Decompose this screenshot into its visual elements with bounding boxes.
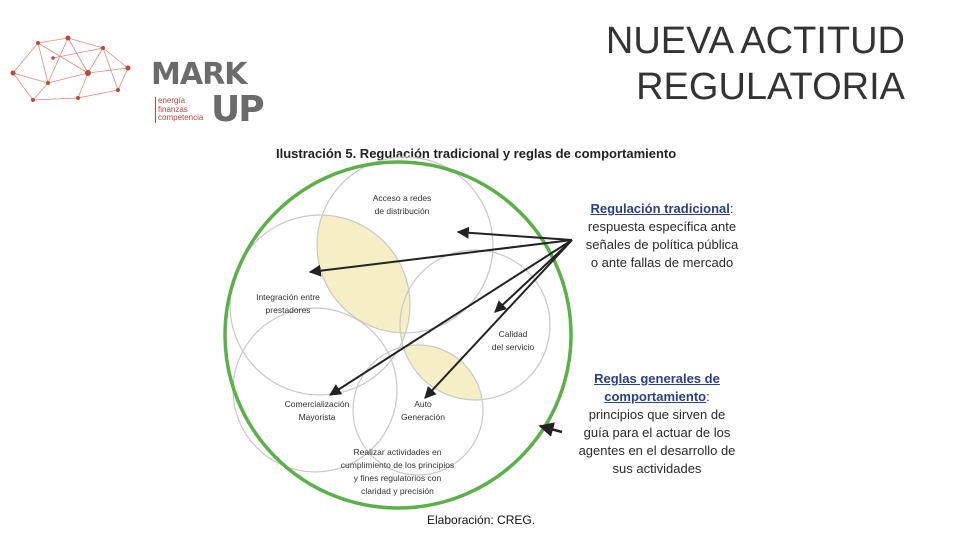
note-regulacion-tradicional: Regulación tradicional: respuesta especí… — [572, 200, 752, 272]
label-integracion: Integración entre prestadores — [238, 291, 338, 317]
overlap-shading — [317, 215, 483, 400]
arrow-to-calidad — [494, 239, 573, 313]
label-autogeneracion-line1: Auto — [414, 399, 432, 409]
note-reglas-generales-heading1: Reglas generales de — [594, 371, 720, 386]
figure-caption: Ilustración 5. Regulación tradicional y … — [276, 146, 677, 161]
label-calidad-line1: Calidad — [498, 329, 528, 339]
label-comercializacion-line2: Mayorista — [298, 412, 336, 422]
logo-tagline-3: competencia — [158, 113, 204, 122]
label-principios: Realizar actividades en cumplimiento de … — [325, 446, 470, 498]
note-regulacion-tradicional-line3: o ante fallas de mercado — [590, 255, 734, 270]
label-principios-line1: Realizar actividades en — [353, 447, 442, 457]
logo-wordmark-top: MARK — [151, 57, 247, 92]
arrow-reglas-generales — [538, 422, 563, 437]
note-reglas-generales-line1: principios que sirven de — [588, 407, 726, 422]
label-autogeneracion: Auto Generación — [388, 398, 458, 424]
arrow-to-comercializacion — [328, 239, 573, 396]
circle-autogeneracion — [352, 344, 484, 476]
label-principios-line2: cumplimiento de los principios — [340, 460, 455, 470]
note-regulacion-tradicional-line1: respuesta específica ante — [587, 219, 737, 234]
arrow-to-autogeneracion — [424, 239, 573, 399]
logo-tagline: energía finanzas competencia — [155, 96, 204, 123]
logo-tagline-1: energía — [158, 96, 186, 105]
label-comercializacion-line1: Comercialización — [284, 399, 350, 409]
slide-title-line2: REGULATORIA — [636, 66, 905, 108]
figure-credit: Elaboración: CREG. — [427, 513, 536, 527]
label-acceso-line2: de distribución — [374, 206, 430, 216]
label-principios-line3: y fines regulatorios con — [353, 473, 442, 483]
label-integracion-line1: Integración entre — [256, 292, 320, 302]
note-regulacion-tradicional-line2: señales de política pública — [585, 237, 739, 252]
slide-title-line1: NUEVA ACTITUD — [605, 20, 905, 62]
circle-calidad — [399, 249, 551, 401]
markup-logo: MARK UP energía finanzas competencia — [8, 28, 268, 128]
network-graphic-icon — [10, 35, 131, 102]
label-integracion-line2: prestadores — [265, 305, 311, 315]
note-regulacion-tradicional-heading: Regulación tradicional — [590, 201, 730, 216]
label-acceso-line1: Acceso a redes — [372, 193, 432, 203]
label-principios-line4: claridad y precisión — [361, 486, 434, 496]
note-reglas-generales: Reglas generales de comportamiento: prin… — [562, 370, 752, 478]
logo-wordmark-bottom: UP — [211, 89, 265, 130]
note-reglas-generales-line3: agentes en el desarrollo de — [578, 443, 736, 458]
note-reglas-generales-line2: guía para el actuar de los — [583, 425, 731, 440]
slide-title: NUEVA ACTITUD REGULATORIA — [606, 18, 905, 110]
circle-integracion — [229, 214, 411, 396]
logo-tagline-2: finanzas — [158, 104, 188, 114]
arrow-to-acceso — [456, 226, 573, 241]
arrows-regulacion-tradicional — [308, 226, 573, 399]
label-calidad-line2: del servicio — [491, 342, 535, 352]
note-reglas-generales-line4: sus actividades — [612, 461, 702, 476]
label-autogeneracion-line2: Generación — [401, 412, 445, 422]
note-reglas-generales-heading2: comportamiento — [604, 389, 707, 404]
label-calidad: Calidad del servicio — [478, 328, 548, 354]
arrow-to-integracion — [308, 239, 573, 277]
outer-circle — [223, 160, 573, 510]
label-acceso: Acceso a redes de distribución — [352, 192, 452, 218]
label-comercializacion: Comercialización Mayorista — [267, 398, 367, 424]
